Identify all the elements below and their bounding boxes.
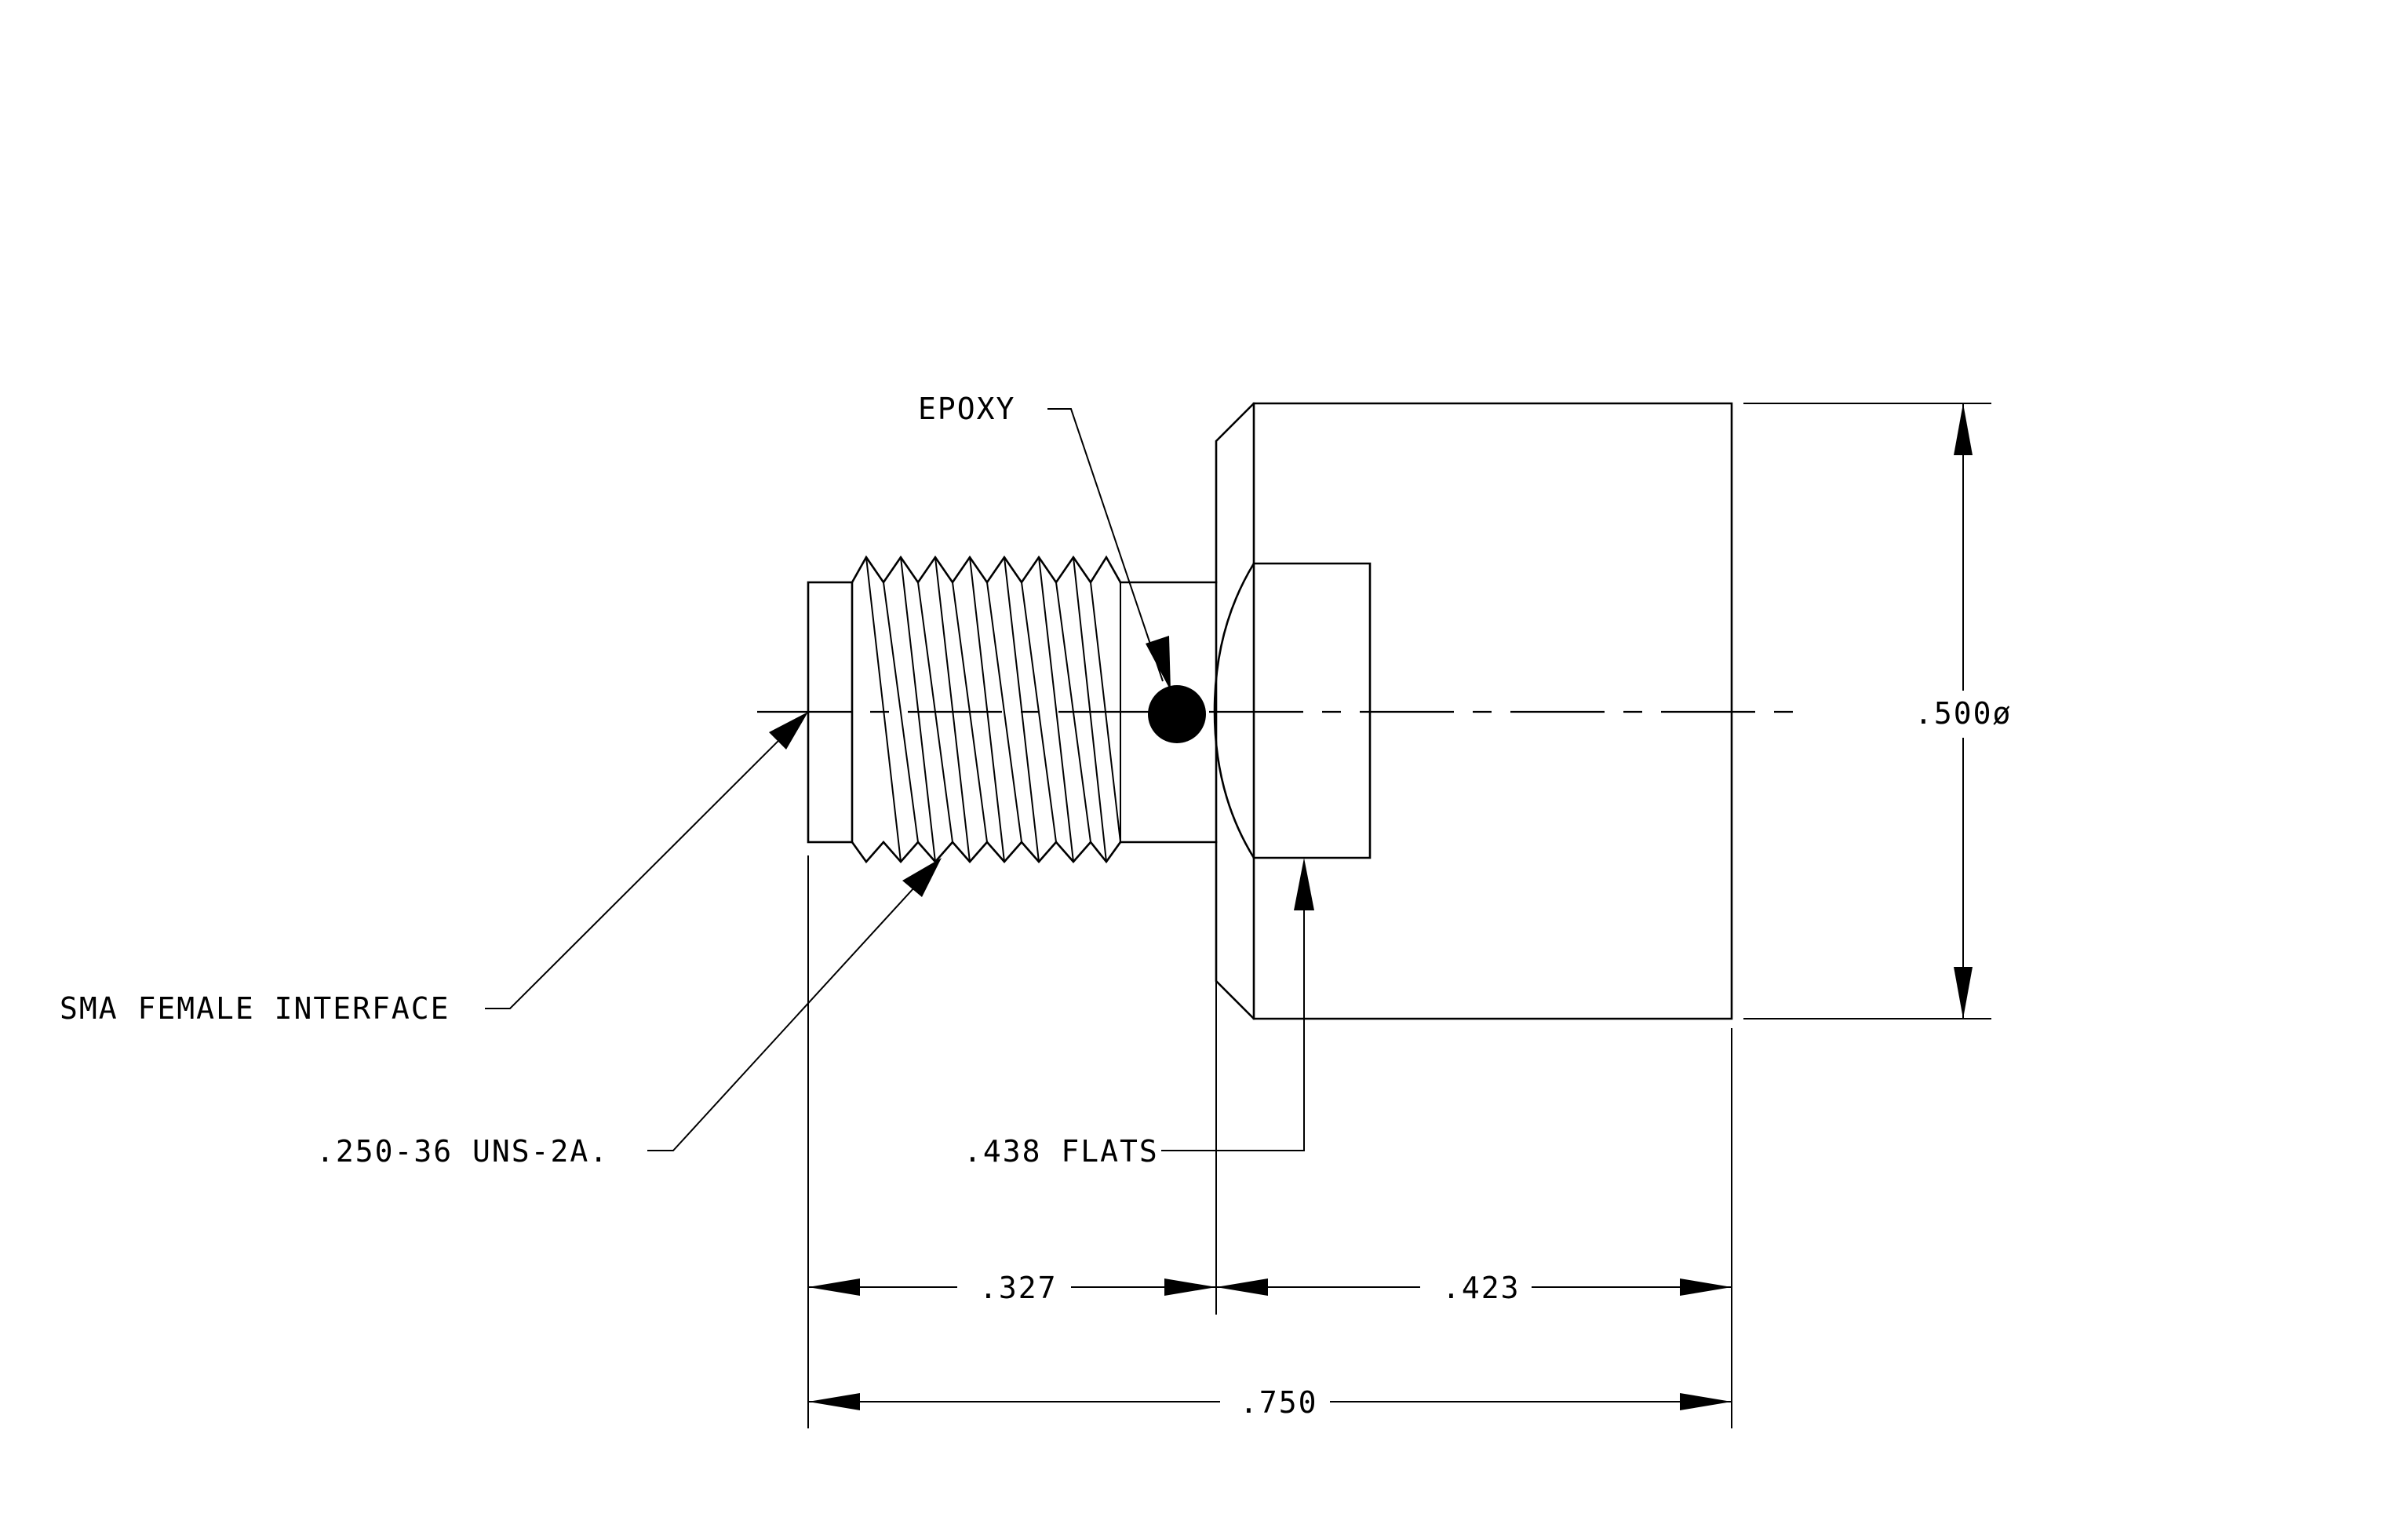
hex-curve [1213,562,1255,859]
overall-arrow-right [1680,1393,1732,1410]
flats-arrow [1294,858,1314,910]
epoxy-leader [1047,408,1164,682]
rear-arrow-left [1216,1278,1268,1296]
thread-section [851,555,1122,864]
front-dimension-label: .327 [979,1271,1058,1305]
flats-leader [1161,871,1305,1151]
diameter-extension-lines [1743,403,1991,1019]
thread-helix-lines [865,556,1121,863]
diameter-arrow-top [1954,403,1973,455]
interface-leader [485,720,800,1009]
thread-leader [647,867,933,1151]
flats-label: .438 FLATS [964,1134,1159,1169]
front-arrow-left [808,1278,860,1296]
diameter-dimension [1743,403,1991,1019]
thread-label: .250-36 UNS-2A. [316,1134,609,1169]
interface-label: SMA FEMALE INTERFACE [60,991,450,1026]
interface-arrow [769,712,808,750]
diameter-arrow-bottom [1954,967,1973,1019]
diameter-label: .500ø [1914,696,2012,731]
overall-dimension-label: .750 [1240,1385,1318,1420]
neck [1119,581,1218,844]
epoxy-dot [1148,685,1206,743]
front-arrow-right [1164,1278,1216,1296]
thread-crest-bottom [851,840,1122,864]
length-extension-lines [807,855,1732,1428]
thread-crest-top [851,555,1122,585]
epoxy-label: EPOXY [918,392,1015,426]
overall-arrow-left [808,1393,860,1410]
rear-dimension-label: .423 [1442,1271,1521,1305]
hex-flats [1252,562,1372,859]
length-dimensions [807,855,1732,1428]
thread-arrow [902,858,942,897]
epoxy-arrow [1146,636,1171,691]
leaders [485,408,1314,1151]
rear-arrow-right [1680,1278,1732,1296]
